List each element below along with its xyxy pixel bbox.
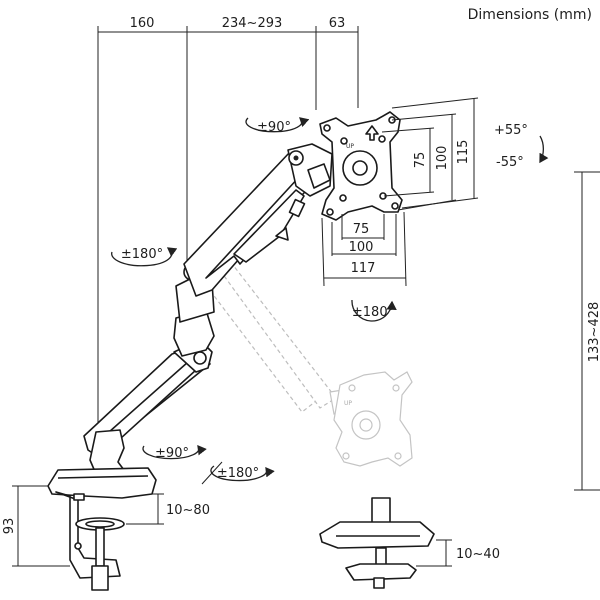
rotation-upper-arm: ±180° bbox=[121, 247, 163, 262]
dimension-vesa-width-mid: 100 bbox=[349, 240, 374, 255]
ghost-up-mark: UP bbox=[344, 400, 352, 407]
ghost-arm-position: UP bbox=[195, 255, 413, 467]
height-range-dimension bbox=[574, 171, 600, 491]
rotation-tilt-arrow bbox=[539, 135, 549, 164]
dimension-vesa-width-outer: 117 bbox=[351, 261, 376, 276]
rotation-head-swivel-arrow bbox=[245, 117, 310, 133]
dimension-top-c: 63 bbox=[329, 16, 346, 31]
vesa-vertical-dimensions bbox=[381, 97, 479, 211]
top-dimension-lines bbox=[97, 26, 359, 430]
dimension-vesa-height-small: 75 bbox=[413, 152, 428, 169]
rotation-tilt-down: -55° bbox=[496, 155, 524, 170]
diagram-title: Dimensions (mm) bbox=[468, 7, 592, 23]
dimension-top-a: 160 bbox=[130, 16, 155, 31]
dimension-clamp-range: 10~80 bbox=[166, 503, 210, 518]
clamp-height-dimension bbox=[12, 485, 70, 567]
dimension-height-range: 133~428 bbox=[587, 302, 600, 363]
vesa-horizontal-dimensions bbox=[321, 211, 407, 287]
rotation-upper-arm-arrow bbox=[111, 247, 178, 267]
rotation-screen-arrow bbox=[351, 299, 397, 322]
tilt-head bbox=[287, 143, 333, 197]
dimension-top-b: 234~293 bbox=[222, 16, 283, 31]
dimension-clamp-height: 93 bbox=[2, 518, 17, 535]
clamp-range-dimension bbox=[126, 493, 164, 525]
vesa-up-mark: UP bbox=[346, 143, 354, 150]
dimension-vesa-width-small: 75 bbox=[353, 222, 370, 237]
rotation-tilt-up: +55° bbox=[494, 123, 528, 138]
rotation-base-arrow bbox=[201, 461, 275, 485]
vesa-plate: UP bbox=[319, 111, 403, 221]
rotation-screen: ±180° bbox=[352, 305, 394, 320]
rotation-lower-arm: ±90° bbox=[155, 446, 189, 461]
rotation-base: ±180° bbox=[217, 466, 259, 481]
grommet-mount bbox=[319, 497, 435, 589]
dimension-grommet-range: 10~40 bbox=[456, 547, 500, 562]
dimension-vesa-height-outer: 115 bbox=[456, 140, 471, 165]
grommet-range-dimension bbox=[416, 539, 452, 567]
rotation-lower-arm-arrow bbox=[142, 444, 207, 460]
rotation-head-swivel: ±90° bbox=[257, 120, 291, 135]
dimension-vesa-height-inner: 100 bbox=[435, 146, 450, 171]
